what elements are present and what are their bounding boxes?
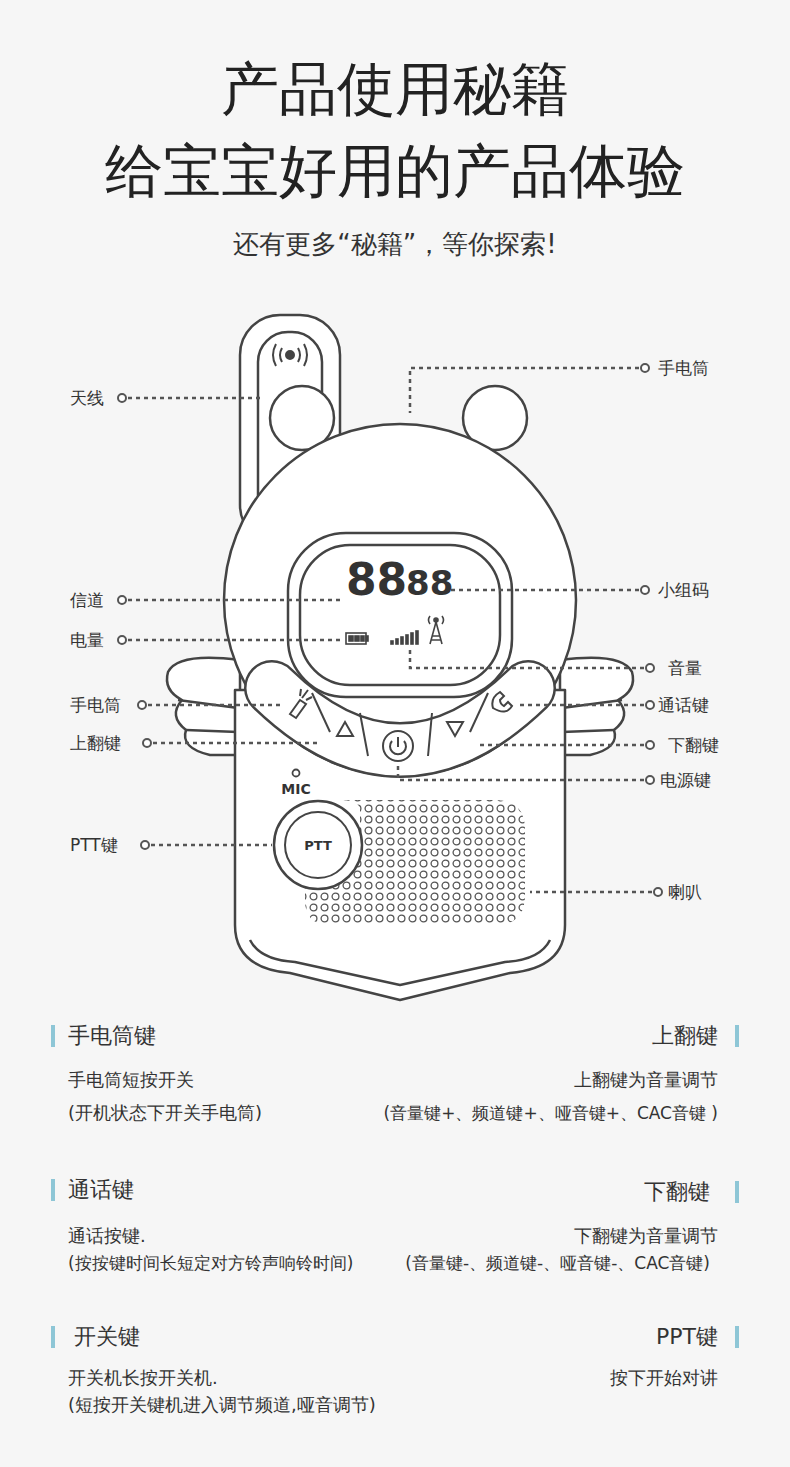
mic-hole — [293, 770, 300, 777]
leader-dots — [118, 364, 662, 896]
part-label: PTT键 — [70, 835, 118, 855]
button-dividers — [312, 693, 488, 756]
section-text: (音量键-、频道键-、哑音键-、CAC音键) — [405, 1253, 710, 1273]
node-text: 88 — [346, 558, 407, 602]
part-label: 手电筒 — [70, 695, 121, 715]
section-text: (短按开关键机进入调节频道,哑音调节) — [68, 1394, 376, 1416]
lcd-digits: 8888 — [308, 552, 492, 622]
section-text: 上翻键为音量调节 — [574, 1069, 718, 1091]
body-line — [250, 940, 550, 985]
section-heading: 开关键 — [74, 1324, 140, 1350]
screen-icons — [346, 616, 444, 644]
section-text: (开机状态下开关手电筒) — [68, 1102, 262, 1124]
part-label: 下翻键 — [668, 735, 719, 755]
section-text: (音量键+、频道键+、哑音键+、CAC音键 ) — [384, 1103, 718, 1123]
section-text: 按下开始对讲 — [610, 1367, 718, 1389]
section-text: (按按键时间长短定对方铃声响铃时间) — [68, 1253, 353, 1273]
mic-label: MIC — [281, 781, 310, 798]
power-button — [383, 731, 413, 761]
node-text: 88 — [406, 566, 453, 600]
section-heading: 手电筒键 — [68, 1023, 156, 1049]
section-bars — [51, 1025, 739, 1348]
section-text: 通话按键. — [68, 1225, 146, 1247]
subtitle: 还有更多“秘籍”，等你探索! — [233, 229, 556, 260]
section-heading: PPT键 — [656, 1324, 718, 1350]
section-heading: 下翻键 — [644, 1179, 710, 1205]
section-text: 下翻键为音量调节 — [574, 1225, 718, 1247]
part-label: 天线 — [70, 388, 104, 408]
part-label: 电量 — [70, 630, 104, 650]
node-text: PTT — [304, 839, 332, 852]
up-icon — [337, 722, 353, 736]
ptt-button: PTT — [284, 811, 352, 879]
section-text: 手电筒短按开关 — [68, 1069, 194, 1091]
button-band — [272, 688, 528, 750]
part-label: 小组码 — [658, 580, 709, 600]
part-label: 上翻键 — [70, 733, 121, 753]
wing — [167, 658, 240, 755]
phone-icon — [492, 692, 512, 712]
leader-lines — [128, 368, 652, 892]
power-icon — [390, 737, 406, 754]
section-heading: 上翻键 — [652, 1023, 718, 1049]
ptt-ring — [274, 801, 362, 889]
part-label: 音量 — [668, 658, 702, 678]
button-band — [272, 688, 528, 750]
part-label: 电源键 — [660, 770, 711, 790]
part-label: 手电筒 — [658, 358, 709, 378]
part-label: 信道 — [70, 590, 104, 610]
screen — [300, 545, 500, 685]
head — [224, 424, 576, 776]
title: 产品使用秘籍 给宝宝好用的产品体验 — [45, 48, 745, 212]
section-text: 开关机长按开关机. — [68, 1367, 218, 1389]
down-icon — [447, 722, 463, 736]
section-heading: 通话键 — [68, 1177, 134, 1203]
screen-frame — [288, 533, 512, 697]
button-icons — [290, 689, 512, 761]
flashlight-icon — [290, 689, 312, 718]
wing — [560, 658, 633, 755]
part-label: 喇叭 — [668, 882, 702, 902]
signal-icon — [273, 344, 307, 366]
part-label: 通话键 — [658, 695, 709, 715]
